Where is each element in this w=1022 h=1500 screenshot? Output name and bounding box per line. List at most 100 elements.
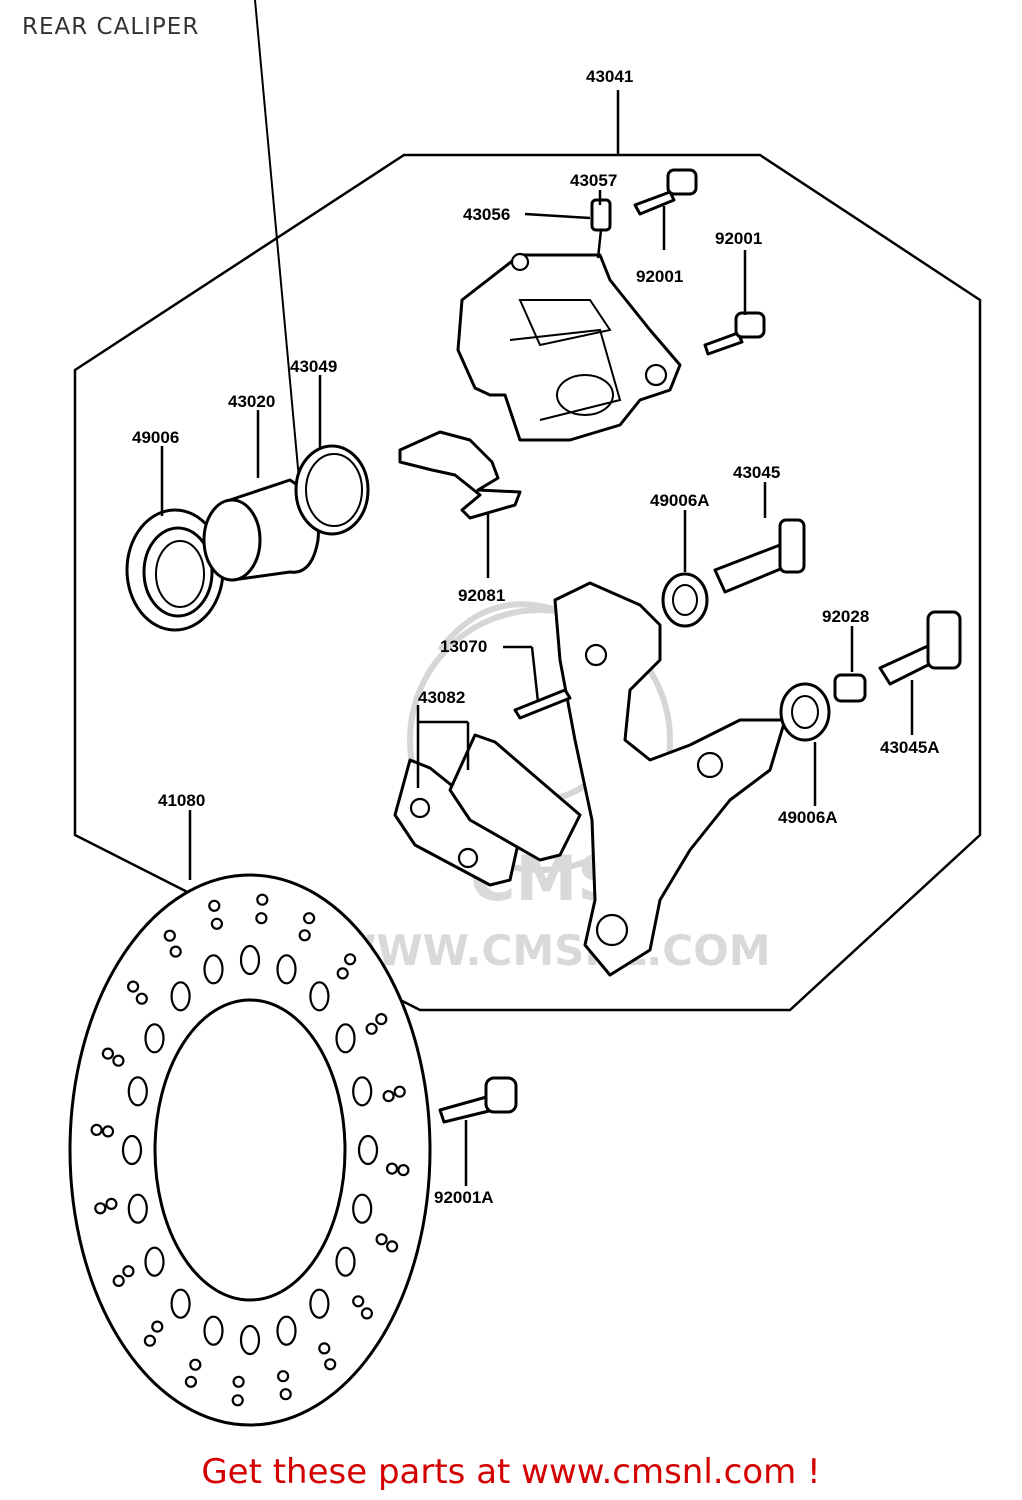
disc-vent-hole	[386, 1240, 399, 1253]
bolt-92001A	[438, 1076, 518, 1124]
disc-vent-hole	[101, 1125, 115, 1138]
disc-vent-hole	[279, 1388, 292, 1401]
bolt-92001-top	[633, 168, 698, 216]
label-43056: 43056	[463, 205, 510, 224]
piston-43020	[202, 0, 320, 582]
disc-slot-hole	[309, 1288, 330, 1319]
disc-vent-hole	[344, 953, 357, 966]
disc-vent-hole	[112, 1054, 125, 1067]
footer-link[interactable]: Get these parts at www.cmsnl.com !	[201, 1452, 821, 1492]
disc-vent-hole	[112, 1274, 125, 1288]
disc-vent-hole	[298, 929, 311, 942]
disc-vent-hole	[375, 1012, 388, 1026]
pin-43045	[713, 518, 806, 594]
disc-vent-hole	[90, 1123, 103, 1137]
bolt-92001-right	[703, 311, 766, 356]
disc-slot-hole	[170, 981, 191, 1012]
disc-vent-hole	[277, 1370, 290, 1383]
boot-49006A-bottom	[779, 682, 831, 742]
label-92001-top: 92001	[636, 267, 683, 286]
boot-49006A-top	[661, 572, 709, 628]
disc-slot-hole	[144, 1023, 165, 1054]
disc-vent-hole	[318, 1342, 331, 1355]
disc-vent-hole	[122, 1265, 135, 1278]
disc-vent-hole	[375, 1233, 388, 1246]
label-49006A-top: 49006A	[650, 491, 710, 510]
label-92028: 92028	[822, 607, 869, 626]
disc-slot-hole	[203, 1315, 224, 1346]
caliper-bracket	[553, 581, 787, 977]
disc-vent-hole	[324, 1358, 337, 1371]
disc-vent-hole	[385, 1162, 399, 1175]
label-92001A: 92001A	[434, 1188, 494, 1207]
label-41080: 41080	[158, 791, 205, 810]
brake-pads-43082	[393, 733, 582, 887]
label-13070: 13070	[440, 637, 487, 656]
disc-slot-hole	[276, 1315, 297, 1346]
sleeve-92028	[833, 673, 867, 703]
label-43057: 43057	[570, 171, 617, 190]
disc-vent-hole	[151, 1320, 164, 1333]
label-43020: 43020	[228, 392, 275, 411]
disc-vent-hole	[127, 980, 140, 993]
disc-vent-hole	[231, 1394, 244, 1407]
disc-vent-hole	[393, 1085, 406, 1098]
label-43045A: 43045A	[880, 738, 940, 757]
disc-vent-hole	[397, 1163, 410, 1177]
watermark-url: WWW.CMSNL.COM	[330, 926, 771, 975]
leader-lines	[160, 190, 914, 1186]
label-49006A-bottom: 49006A	[778, 808, 838, 827]
disc-slot-hole	[309, 981, 330, 1012]
label-43045: 43045	[733, 463, 780, 482]
label-49006: 49006	[132, 428, 179, 447]
ring-43049	[294, 444, 370, 536]
pin-43045A	[878, 610, 962, 686]
assembly-outline	[73, 153, 982, 1012]
disc-vent-hole	[135, 992, 148, 1005]
disc-slot-hole	[239, 944, 261, 976]
disc-vent-hole	[360, 1307, 373, 1320]
disc-vent-hole	[105, 1197, 118, 1211]
disc-vent-hole	[382, 1089, 395, 1103]
disc-vent-hole	[169, 945, 182, 958]
label-43082: 43082	[418, 688, 465, 707]
disc-slot-hole	[335, 1023, 356, 1054]
disc-vent-hole	[232, 1375, 245, 1388]
disc-vent-hole	[94, 1202, 107, 1215]
label-43049: 43049	[290, 357, 337, 376]
disc-vent-hole	[303, 912, 316, 925]
disc-slot-hole	[335, 1246, 356, 1277]
label-92001-right: 92001	[715, 229, 762, 248]
disc-vent-hole	[184, 1375, 197, 1388]
disc-slot-hole	[357, 1134, 379, 1166]
disc-vent-hole	[365, 1022, 378, 1035]
disc-vent-hole	[208, 899, 221, 912]
disc-slot-hole	[127, 1076, 148, 1107]
disc-holes	[90, 893, 410, 1407]
disc-vent-hole	[189, 1358, 202, 1371]
disc-vent-hole	[143, 1334, 156, 1347]
clip-13070	[513, 688, 572, 720]
disc-vent-hole	[101, 1047, 115, 1060]
disc-vent-hole	[210, 917, 223, 930]
page-title: REAR CALIPER	[22, 14, 200, 40]
disc-vent-hole	[163, 929, 176, 942]
disc-vent-hole	[336, 967, 349, 980]
disc-slot-hole	[203, 954, 224, 985]
disc-slot-hole	[144, 1246, 165, 1277]
label-92081: 92081	[458, 586, 505, 605]
seal-49006	[125, 508, 225, 632]
pad-spring-92081	[398, 430, 522, 520]
disc-slot-hole	[127, 1193, 148, 1224]
part-labels: 43041 43057 43056 92001 92001 43049 4302…	[132, 67, 940, 1207]
disc-slot-hole	[121, 1134, 143, 1166]
label-43041: 43041	[586, 67, 633, 86]
caliper-body	[456, 198, 682, 442]
exploded-parts-diagram: CMS WWW.CMSNL.COM	[68, 0, 982, 1427]
disc-vent-hole	[352, 1295, 365, 1308]
disc-vent-hole	[256, 893, 269, 906]
disc-slot-hole	[239, 1324, 261, 1356]
disc-slot-hole	[170, 1288, 191, 1319]
disc-slot-hole	[352, 1076, 373, 1107]
disc-slot-hole	[352, 1193, 373, 1224]
